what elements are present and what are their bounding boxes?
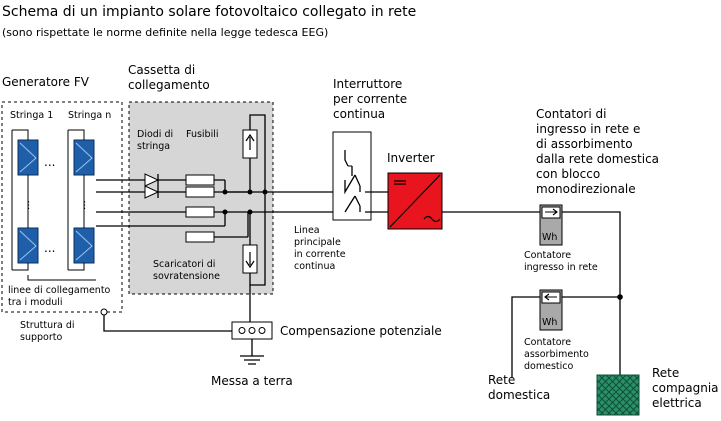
solar-panel: [73, 139, 95, 176]
support-label-2: supporto: [20, 332, 62, 343]
diagram-subtitle: (sono rispettate le norme definite nella…: [2, 26, 328, 39]
surge-label-1: Scaricatori di: [153, 259, 215, 270]
inverter-label: Inverter: [387, 151, 435, 165]
feed-meter-label-1: Contatore: [524, 250, 571, 261]
surge-label-2: sovratensione: [153, 271, 220, 282]
stringn-label: Stringa n: [68, 110, 111, 121]
fuse-icon: [185, 174, 215, 186]
cons-meter-label-2: assorbimento: [524, 349, 589, 360]
dc-switch-label-1: Interruttore: [333, 77, 402, 91]
ellipsis: ⋮: [80, 200, 90, 211]
fuse-icon: [185, 206, 215, 218]
fuses-label: Fusibili: [186, 129, 219, 140]
junction-box-label-2: collegamento: [128, 78, 210, 92]
diagram-title: Schema di un impianto solare fotovoltaic…: [2, 4, 416, 20]
equipotential-label: Compensazione potenziale: [280, 324, 442, 338]
cons-meter-label-1: Contatore: [524, 337, 571, 348]
string-diodes-label-2: stringa: [137, 141, 170, 152]
fuse-icon: [185, 231, 215, 243]
meters-label-5: con blocco: [536, 167, 600, 181]
solar-panel: [73, 227, 95, 264]
generator-label: Generatore FV: [2, 75, 90, 89]
fuse-icon: [185, 186, 215, 198]
consumption-meter: Wh: [539, 289, 563, 331]
feed-meter-label-2: ingresso in rete: [524, 262, 598, 273]
meter-unit: Wh: [542, 232, 557, 243]
meters-label-1: Contatori di: [536, 107, 606, 121]
ellipsis: ...: [44, 155, 55, 169]
ground-icon: [240, 355, 264, 365]
module-lines-label-2: tra i moduli: [8, 297, 63, 308]
dc-main-label-4: continua: [294, 261, 335, 272]
utility-label-1: Rete: [652, 366, 679, 380]
meters-label-4: dalla rete domestica: [536, 152, 659, 166]
earth-label: Messa a terra: [211, 374, 293, 388]
meters-label-6: monodirezionale: [536, 182, 636, 196]
dc-switch-label-2: per corrente: [333, 92, 407, 106]
cons-meter-label-3: domestico: [524, 361, 573, 372]
dc-main-label-2: principale: [294, 237, 341, 248]
dc-main-label-1: Linea: [294, 225, 320, 236]
solar-panel: [17, 227, 39, 264]
ellipsis: ...: [44, 241, 55, 255]
home-grid-label-2: domestica: [488, 388, 550, 402]
meters-label-2: ingresso in rete e: [536, 122, 640, 136]
generator-frame: [1, 101, 123, 313]
feed-in-meter: Wh: [539, 204, 563, 246]
solar-panel: [17, 139, 39, 176]
string1-label: Stringa 1: [10, 110, 53, 121]
meter-unit: Wh: [542, 317, 557, 328]
utility-label-2: compagnia: [652, 381, 719, 395]
ellipsis: ⋮: [24, 200, 34, 211]
module-lines-label-1: linee di collegamento: [8, 285, 111, 296]
dc-main-label-3: in corrente: [294, 249, 346, 260]
utility-label-3: elettrica: [652, 396, 702, 410]
string-diodes-label-1: Diodi di: [137, 129, 173, 140]
dc-switch-label-3: continua: [333, 107, 385, 121]
home-grid-label-1: Rete: [488, 373, 515, 387]
support-label-1: Struttura di: [20, 320, 75, 331]
junction-box-label-1: Cassetta di: [128, 63, 195, 77]
meters-label-3: di assorbimento: [536, 137, 633, 151]
utility-grid-icon: [596, 374, 640, 416]
